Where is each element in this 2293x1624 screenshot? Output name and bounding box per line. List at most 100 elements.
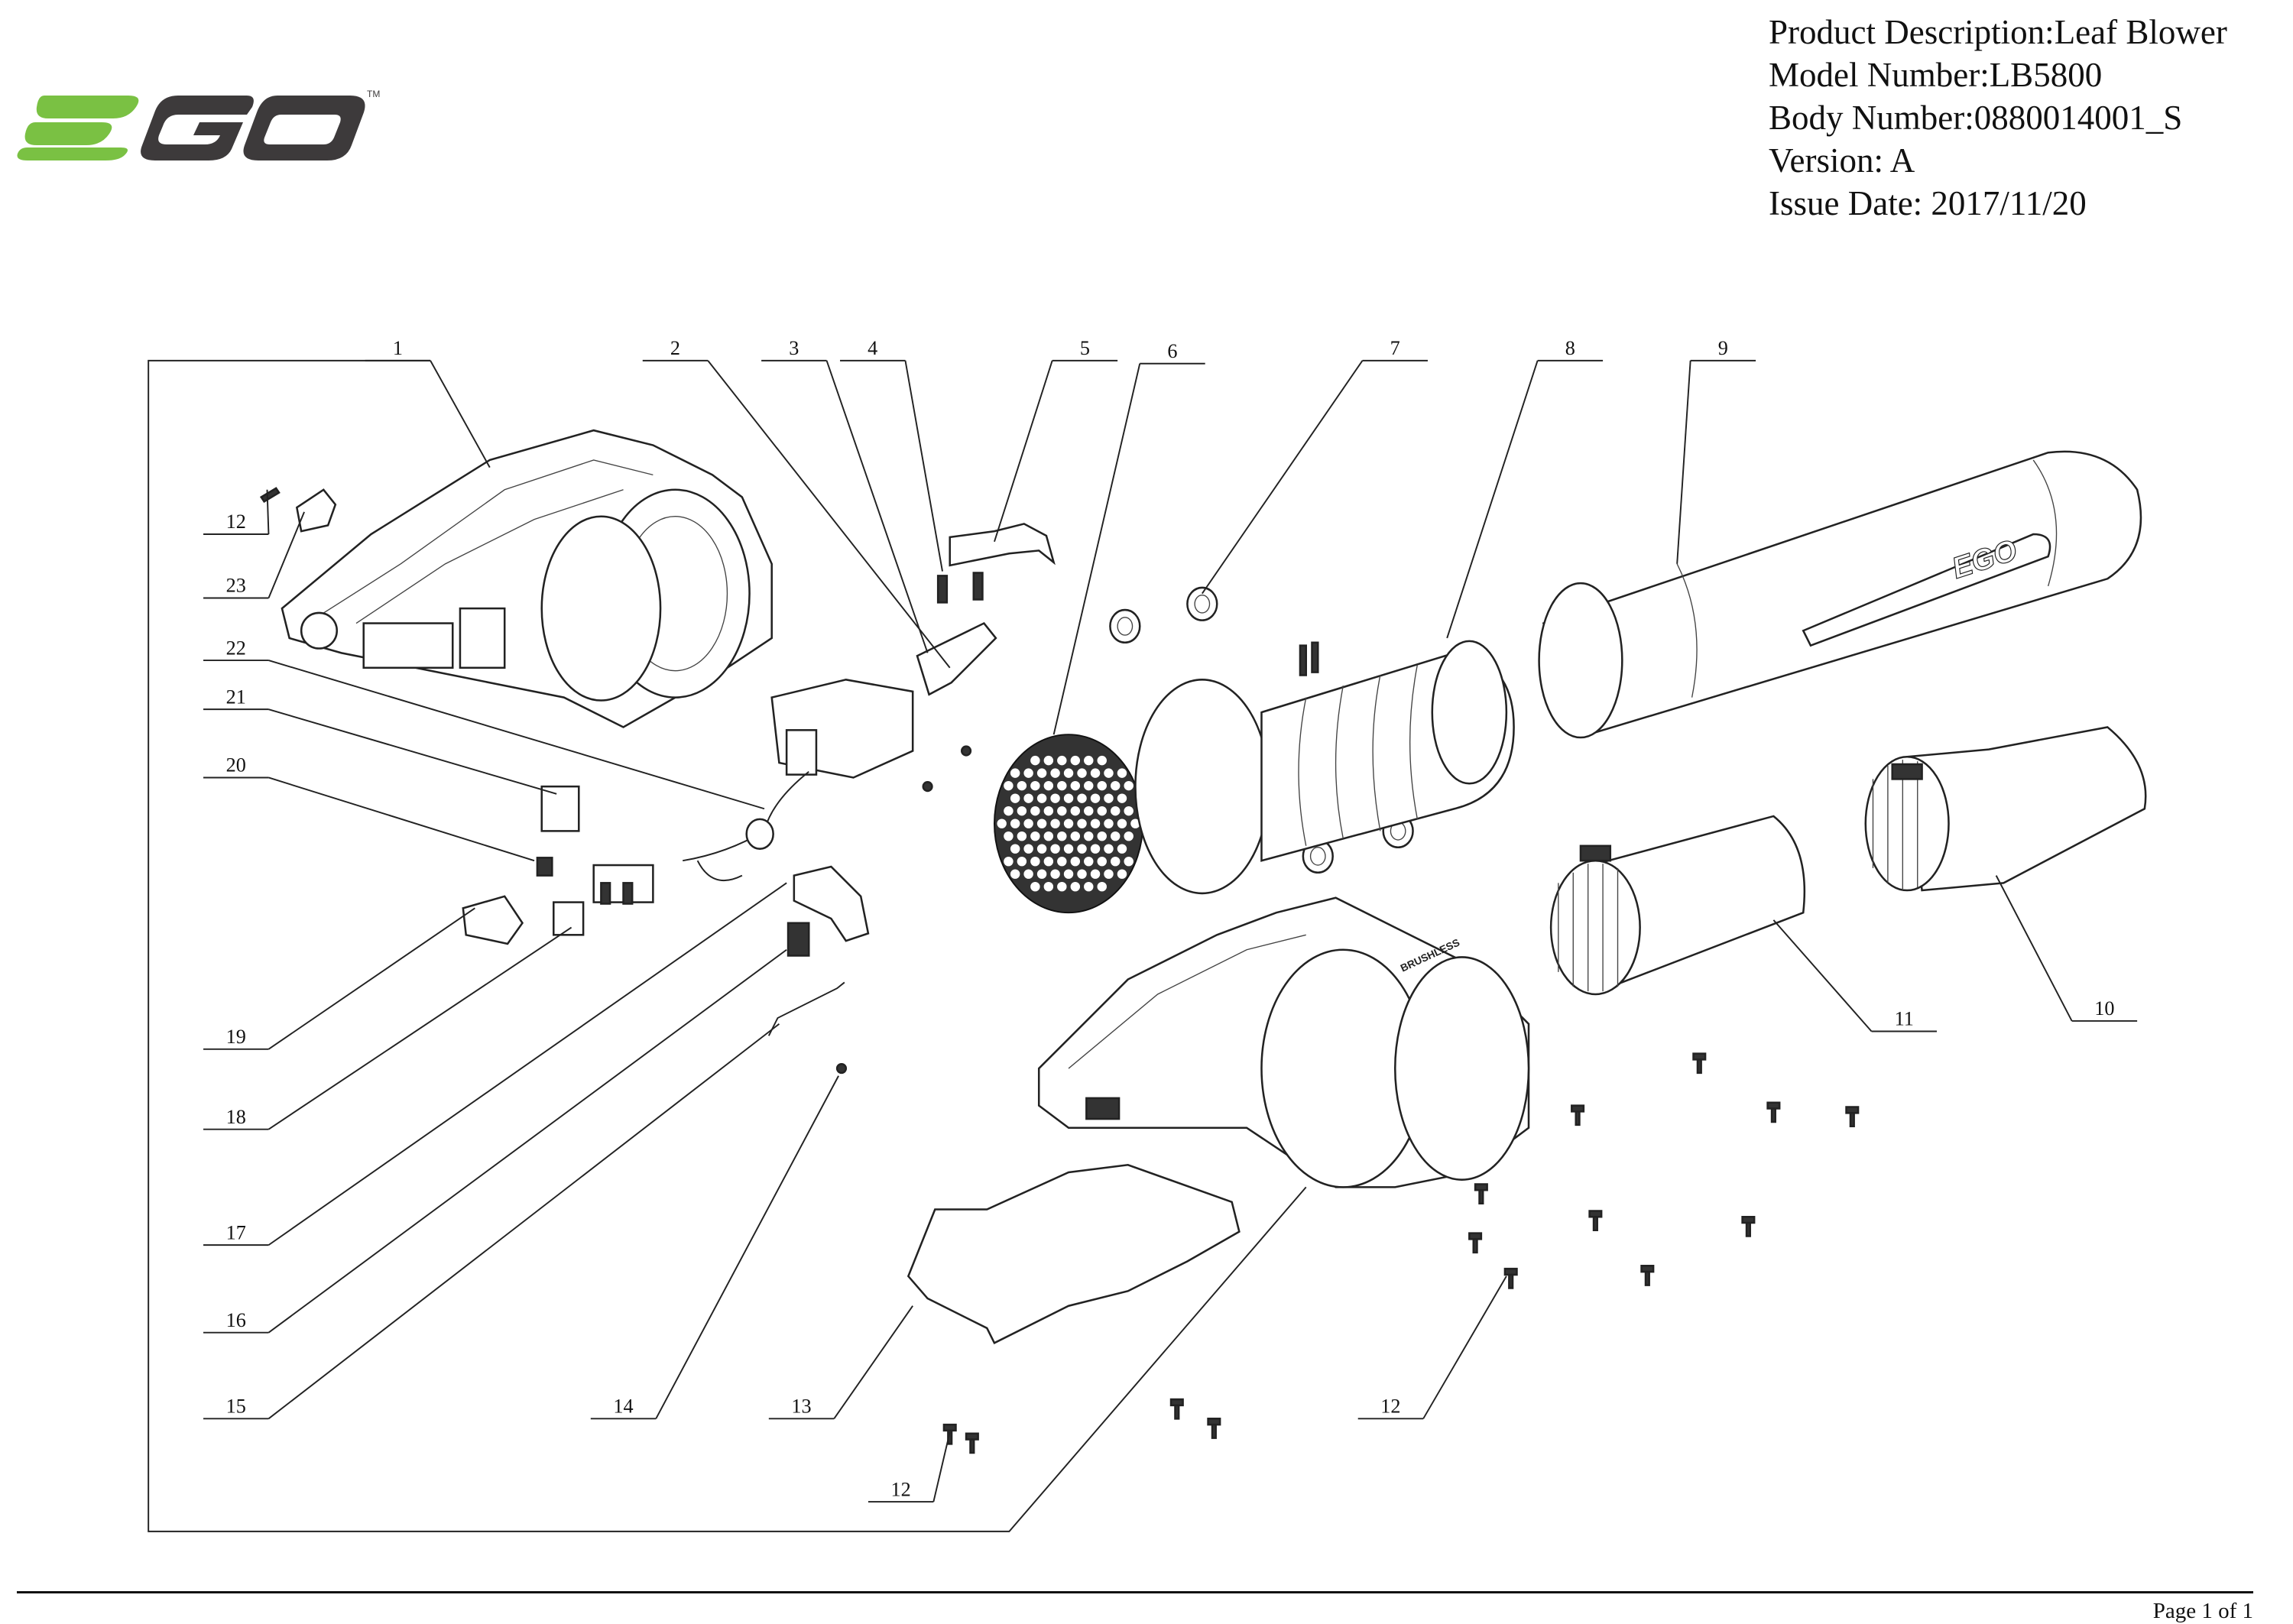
callout-6: 6 (1052, 340, 1205, 735)
grill-hole (1036, 818, 1047, 828)
grill-hole (1077, 793, 1087, 803)
callout-number: 12 (226, 511, 246, 533)
grill-hole (1036, 869, 1047, 879)
grill-hole (1117, 844, 1127, 854)
leader-line (1446, 360, 1539, 639)
grill-hole (1057, 856, 1067, 867)
callout-12: 12 (1357, 1276, 1507, 1420)
grill-hole (1124, 780, 1134, 791)
grill-hole (1057, 881, 1067, 892)
callout-12: 12 (203, 489, 270, 535)
grill-hole (1043, 780, 1054, 791)
leader-line (655, 1075, 839, 1419)
grill-hole (1030, 856, 1040, 867)
grill-hole (1077, 768, 1087, 778)
leader-line (1422, 1276, 1507, 1419)
part-4-spring (936, 575, 949, 604)
callout-number: 6 (1167, 340, 1177, 362)
leader-line (1052, 363, 1141, 735)
grill-hole (1117, 818, 1127, 828)
grill-hole (1070, 806, 1081, 816)
part-1-upper-housing (281, 429, 773, 728)
page-number: Page 1 of 1 (2152, 1599, 2253, 1623)
grill-hole (1057, 755, 1067, 766)
callout-10: 10 (1995, 875, 2138, 1022)
grill-hole (1004, 831, 1014, 841)
callout-5: 5 (994, 337, 1118, 543)
grill-hole (1130, 818, 1140, 828)
grill-hole (1017, 806, 1027, 816)
callout-number: 4 (868, 337, 877, 359)
screw (1169, 1398, 1184, 1420)
part-3-lever (916, 621, 997, 696)
grill-hole (997, 818, 1007, 828)
callout-8: 8 (1446, 337, 1604, 639)
part-2-screw-b (922, 781, 933, 793)
callout-number: 2 (670, 337, 680, 359)
leader-line (268, 660, 765, 810)
grill-hole (1111, 806, 1121, 816)
leader-line (266, 489, 270, 535)
grill-hole (1036, 768, 1047, 778)
grill-hole (1090, 869, 1101, 879)
grill-hole (1104, 818, 1114, 828)
leader-line (707, 360, 951, 669)
callout-number: 22 (226, 637, 246, 659)
grill-hole (1030, 831, 1040, 841)
grill-hole (1097, 780, 1107, 791)
grill-hole (1023, 869, 1033, 879)
leader-line (1772, 919, 1873, 1032)
callout-number: 5 (1080, 337, 1090, 359)
grill-hole (1104, 793, 1114, 803)
callout-20: 20 (203, 754, 535, 862)
part-1-lower-housing: BRUSHLESS (1037, 896, 1530, 1188)
callout-number: 1 (393, 337, 403, 359)
part-8-fan-motor-assembly (1134, 640, 1515, 895)
product-description: Product Description:Leaf Blower (1769, 13, 2227, 51)
model-number: Model Number:LB5800 (1769, 56, 2103, 94)
callout-12: 12 (868, 1431, 951, 1503)
grill-hole (1023, 818, 1033, 828)
screw (1474, 1183, 1488, 1205)
grill-hole (1023, 768, 1033, 778)
footer-divider (17, 1591, 2253, 1593)
grill-hole (1004, 856, 1014, 867)
part-6-intake-grill (994, 734, 1144, 914)
callout-number: 12 (891, 1478, 911, 1500)
grill-hole (1043, 755, 1054, 766)
part-14-screw (835, 1062, 848, 1075)
leader-line (268, 948, 787, 1334)
leader-line (1995, 875, 2073, 1022)
housing-bracket (148, 359, 1307, 1532)
grill-hole (1050, 818, 1060, 828)
grill-hole (1050, 768, 1060, 778)
grill-hole (1063, 869, 1074, 879)
screw (1766, 1101, 1781, 1123)
grill-hole (1030, 780, 1040, 791)
grill-hole (1004, 806, 1014, 816)
screw (1741, 1215, 1756, 1237)
callout-number: 13 (791, 1395, 811, 1418)
leader-line (268, 511, 305, 598)
grill-hole (1063, 768, 1074, 778)
callout-number: 12 (1380, 1395, 1400, 1418)
grill-hole (1097, 755, 1107, 766)
part-15-torsion-wire (767, 981, 845, 1036)
leader-line (994, 360, 1053, 543)
leader-line (833, 1305, 913, 1419)
part-2-screw (960, 745, 972, 757)
grill-hole (1070, 881, 1081, 892)
part-21-socket (540, 785, 580, 832)
callout-18: 18 (203, 926, 572, 1130)
callout-number: 8 (1565, 337, 1575, 359)
grill-hole (1010, 869, 1020, 879)
leader-line (268, 926, 572, 1130)
screw (1207, 1418, 1221, 1439)
part-22-switch-module (592, 679, 914, 905)
callout-3: 3 (761, 337, 929, 653)
grill-hole (1084, 780, 1094, 791)
grill-hole (1090, 844, 1101, 854)
part-4-spring-b (972, 572, 984, 601)
grill-hole (1097, 831, 1107, 841)
grill-hole (1117, 793, 1127, 803)
